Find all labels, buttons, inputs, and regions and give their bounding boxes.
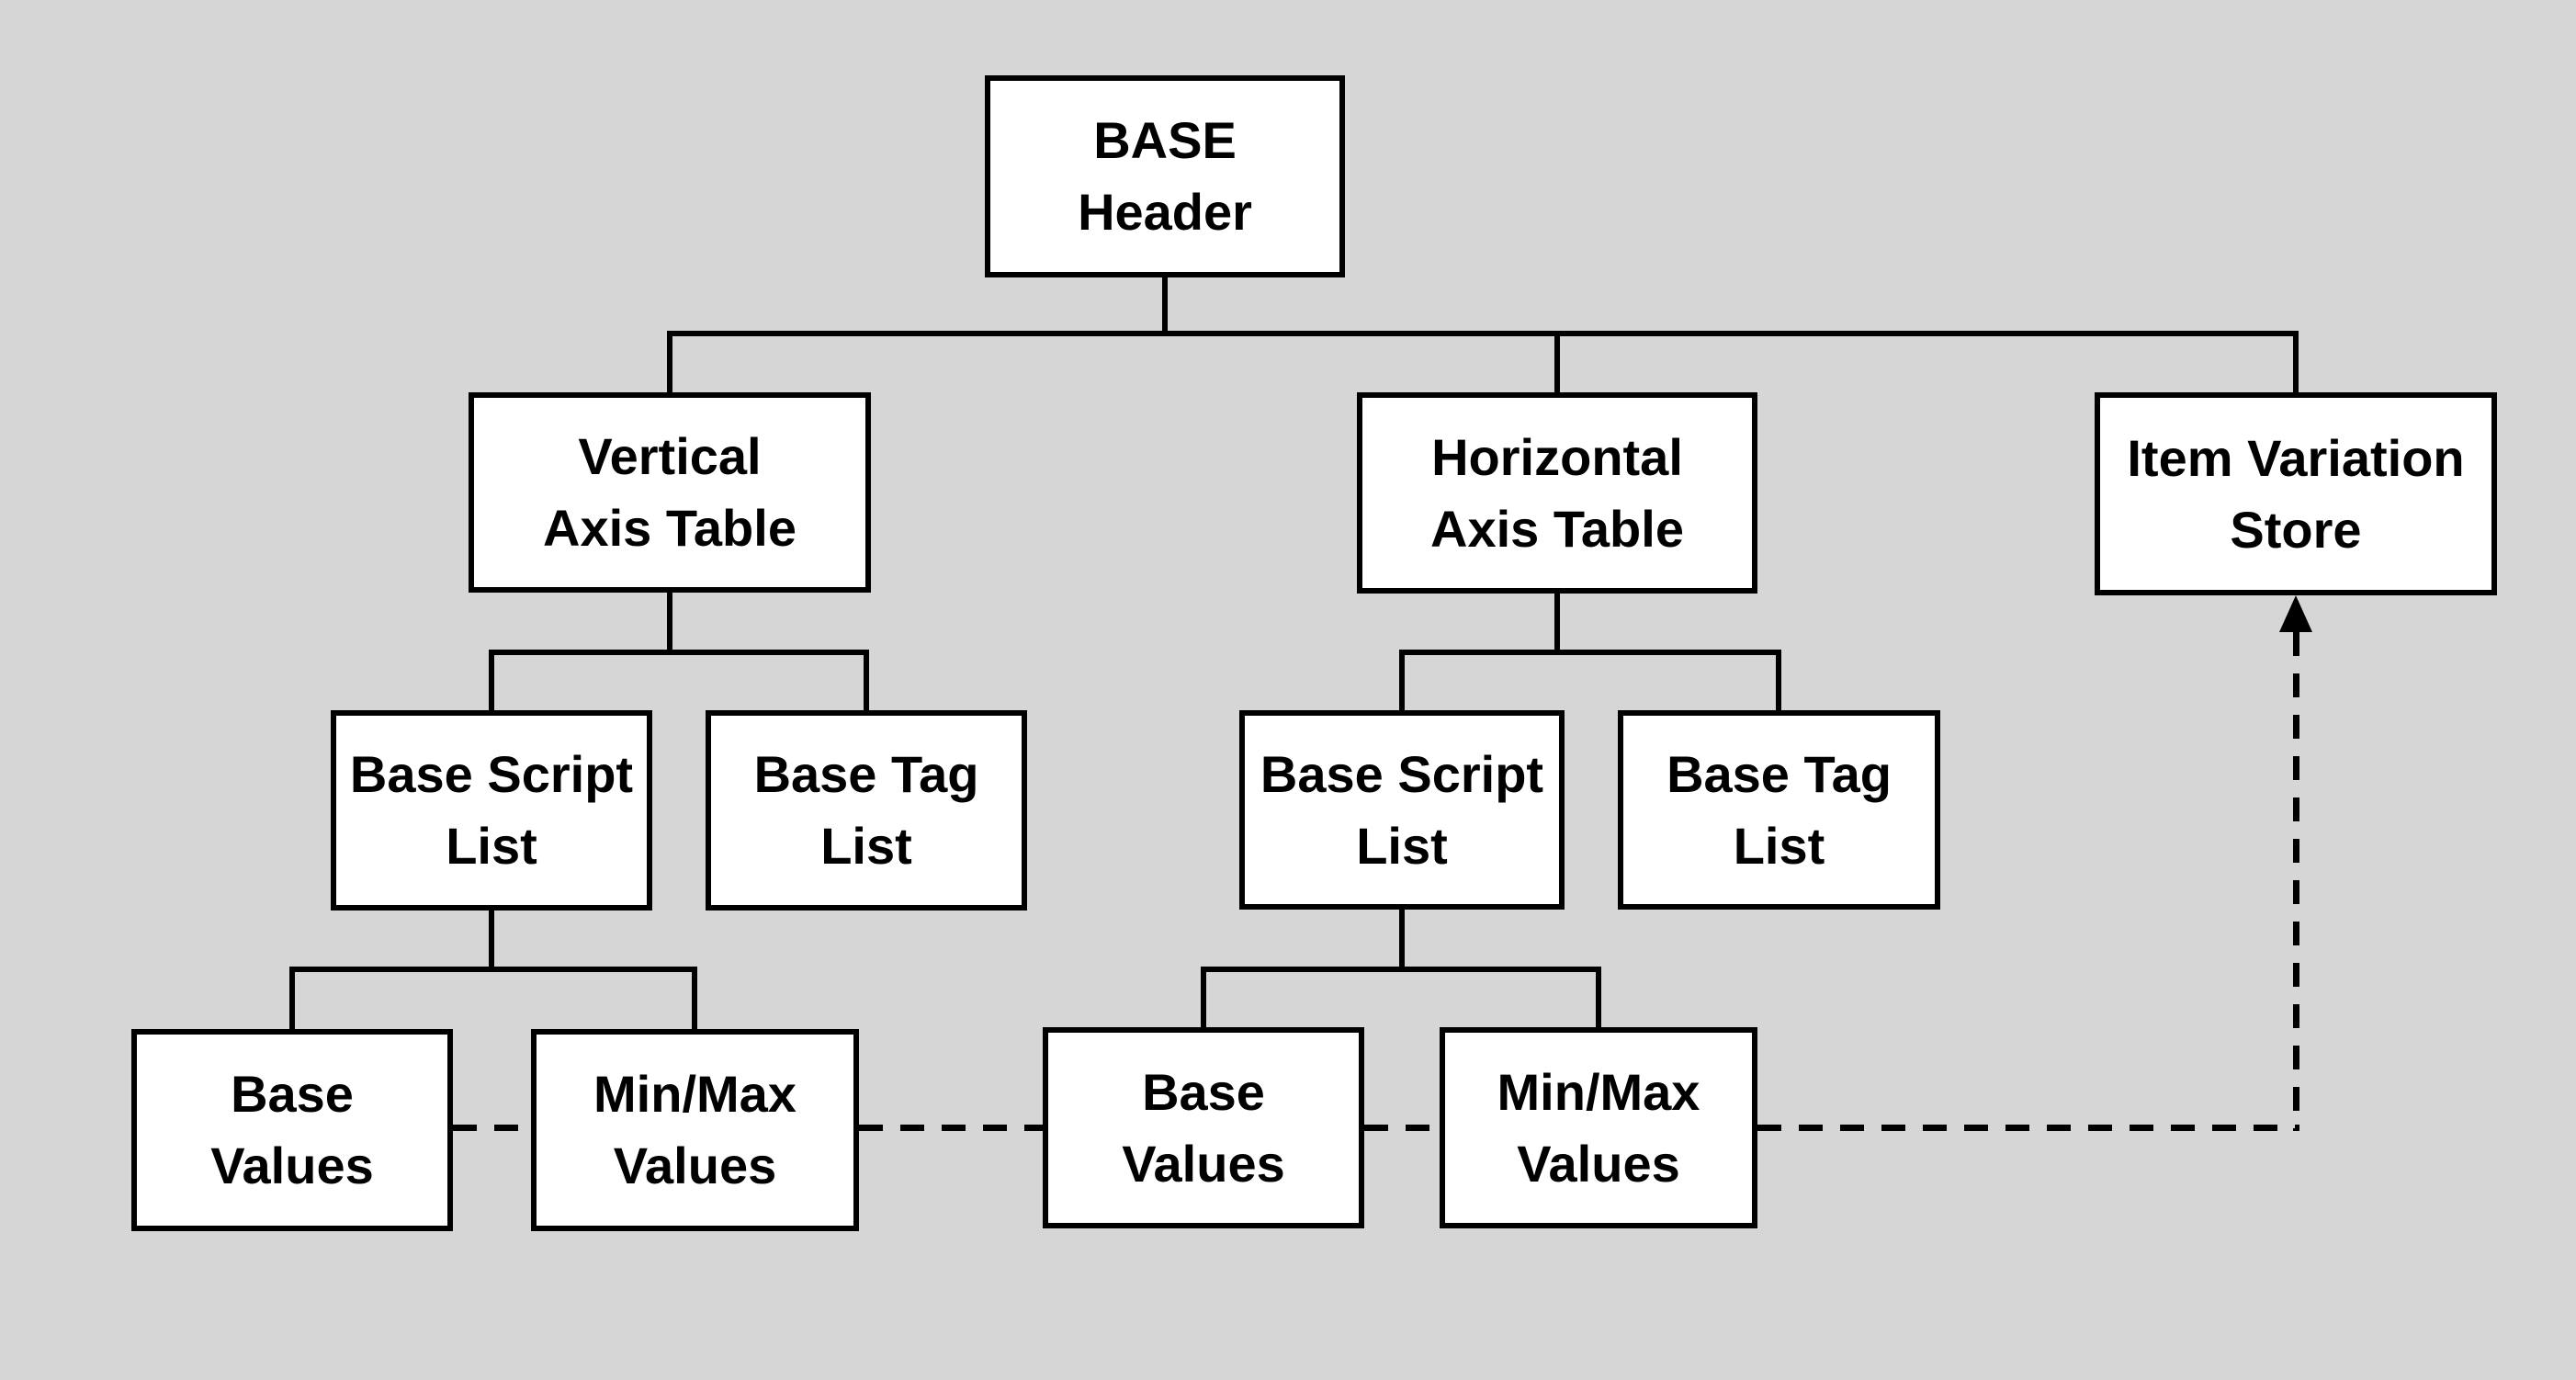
- connector-drop-base-values-right: [1201, 968, 1206, 1031]
- node-label-line: Horizontal: [1431, 427, 1683, 486]
- node-base-values-left: Base Values: [131, 1029, 453, 1231]
- connector-base-script-right-riser: [1399, 908, 1405, 972]
- connector-level1-branch: [667, 331, 2299, 336]
- connector-drop-base-script-list-right: [1399, 651, 1405, 714]
- node-horizontal-axis-table: Horizontal Axis Table: [1357, 392, 1757, 594]
- node-base-script-list-right: Base Script List: [1239, 710, 1565, 910]
- connector-level3-right-branch: [1201, 967, 1601, 972]
- dashed-link-minmaxright-to-corner: [1757, 1125, 2299, 1131]
- node-label-line: Values: [210, 1137, 374, 1194]
- connector-drop-item-variation-store: [2293, 333, 2299, 395]
- connector-base-script-left-riser: [489, 909, 494, 972]
- dashed-link-minmaxleft-basevaluesright: [859, 1125, 1043, 1131]
- node-label-line: Base Script: [1260, 744, 1544, 803]
- node-label-line: List: [1356, 816, 1448, 875]
- connector-vertical-axis-riser: [667, 591, 672, 655]
- dashed-link-basevalues-minmax-left: [453, 1125, 531, 1131]
- connector-drop-horizontal-axis-table: [1554, 333, 1560, 395]
- up-arrowhead-icon: [2279, 595, 2312, 632]
- node-vertical-axis-table: Vertical Axis Table: [469, 392, 871, 593]
- node-minmax-values-left: Min/Max Values: [531, 1029, 859, 1231]
- connector-horizontal-axis-riser: [1554, 592, 1560, 655]
- connector-drop-base-tag-list-left: [864, 651, 869, 714]
- connector-drop-minmax-values-right: [1596, 968, 1601, 1031]
- node-base-tag-list-right: Base Tag List: [1618, 710, 1940, 910]
- connector-drop-base-values-left: [289, 968, 295, 1033]
- connector-level2-left-branch: [489, 650, 869, 655]
- connector-drop-minmax-values-left: [692, 968, 697, 1033]
- node-base-script-list-left: Base Script List: [331, 710, 652, 911]
- node-label-line: Base Tag: [1666, 744, 1892, 803]
- node-label-line: Item Variation: [2127, 428, 2465, 487]
- node-base-tag-list-left: Base Tag List: [706, 710, 1027, 911]
- node-label-line: Values: [1122, 1134, 1285, 1193]
- node-label-line: Base: [231, 1065, 354, 1123]
- connector-drop-vertical-axis-table: [667, 333, 672, 395]
- node-label-line: Store: [2230, 500, 2362, 559]
- node-base-values-right: Base Values: [1043, 1027, 1364, 1228]
- node-label-line: Min/Max: [593, 1065, 797, 1123]
- connector-header-riser: [1162, 276, 1168, 336]
- connector-level2-right-branch: [1399, 650, 1781, 655]
- node-label-line: Base Script: [349, 745, 634, 803]
- dashed-link-basevalues-minmax-right: [1364, 1125, 1440, 1131]
- node-label-line: List: [446, 817, 537, 875]
- node-label-line: Axis Table: [1430, 499, 1684, 558]
- node-label-line: Vertical: [578, 427, 762, 485]
- node-label-line: Base: [1142, 1062, 1265, 1121]
- node-minmax-values-right: Min/Max Values: [1440, 1027, 1757, 1228]
- connector-drop-base-script-list-left: [489, 651, 494, 714]
- node-base-header: BASE Header: [985, 75, 1345, 277]
- node-label-line: Values: [1517, 1134, 1680, 1193]
- node-label-line: List: [820, 817, 912, 875]
- node-label-line: BASE: [1093, 111, 1237, 169]
- connector-level3-left-branch: [289, 967, 697, 972]
- connector-drop-base-tag-list-right: [1776, 651, 1781, 714]
- node-item-variation-store: Item Variation Store: [2095, 392, 2497, 595]
- node-label-line: List: [1733, 816, 1825, 875]
- dashed-link-vertical-to-store: [2293, 632, 2299, 1131]
- node-label-line: Header: [1078, 183, 1252, 241]
- node-label-line: Axis Table: [543, 499, 797, 557]
- node-label-line: Values: [613, 1137, 777, 1194]
- node-label-line: Base Tag: [753, 745, 979, 803]
- node-label-line: Min/Max: [1497, 1062, 1700, 1121]
